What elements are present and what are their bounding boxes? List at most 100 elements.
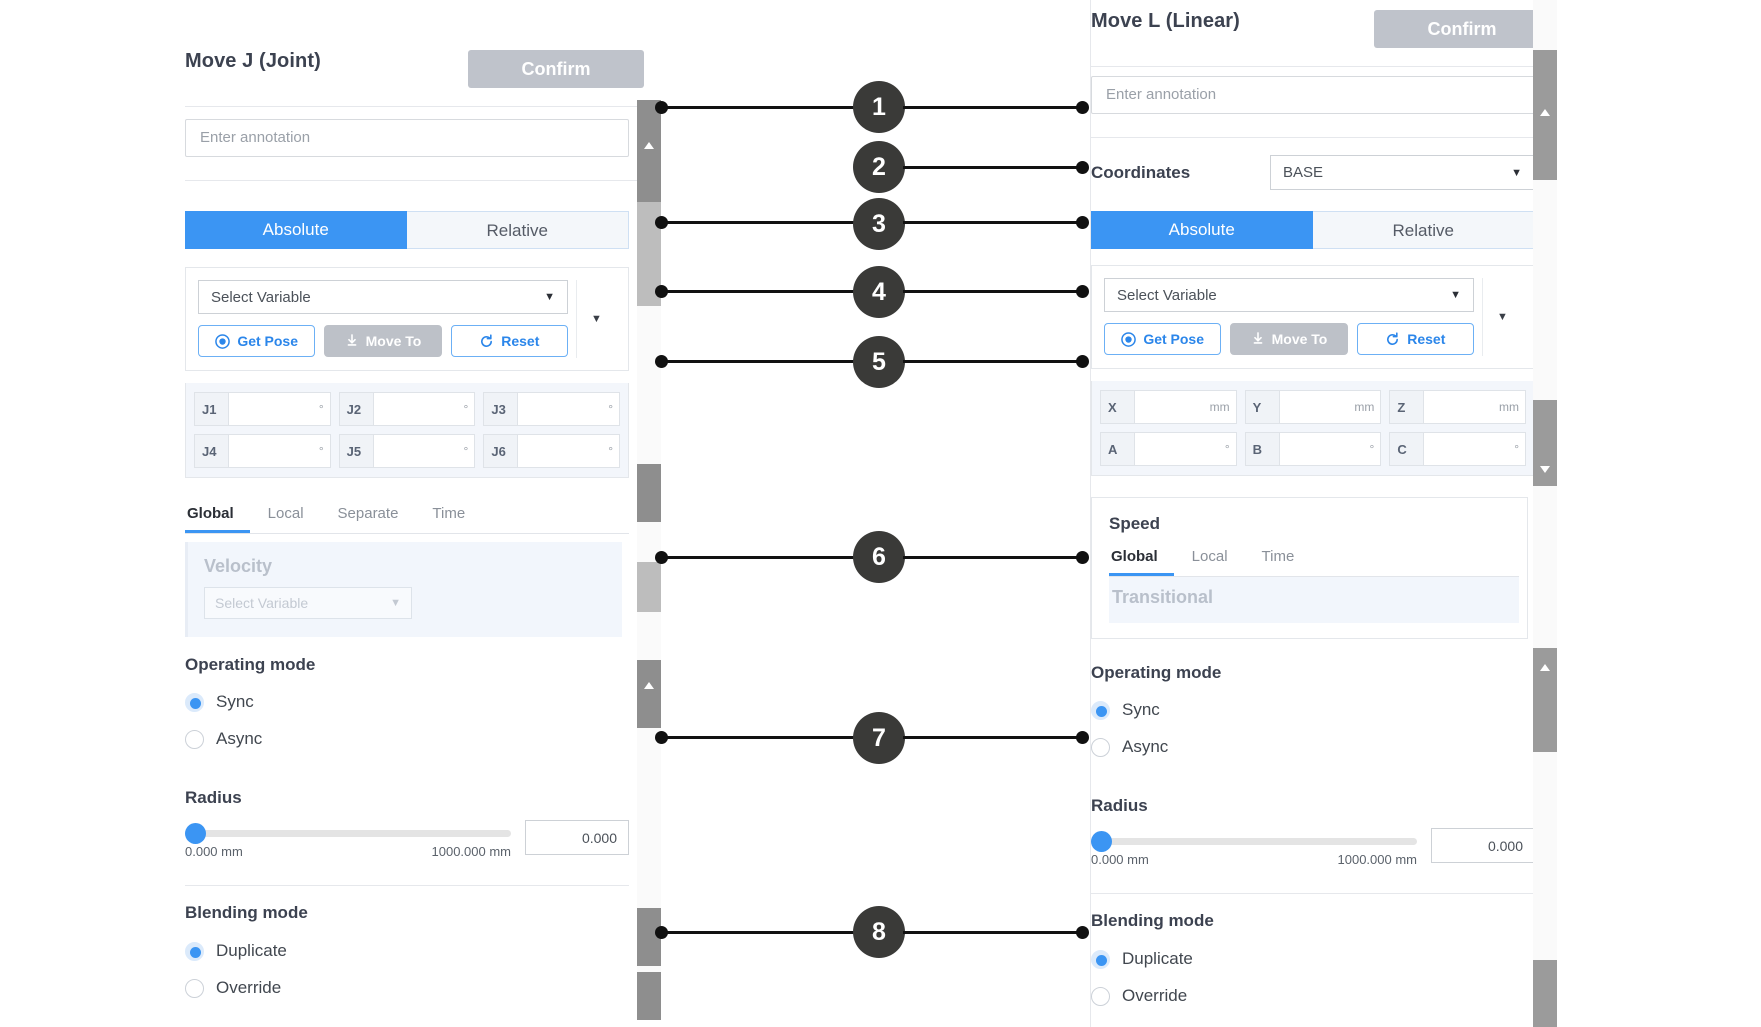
tab-relative[interactable]: Relative	[1312, 211, 1535, 249]
tab-time[interactable]: Time	[1261, 548, 1295, 565]
tab-separate[interactable]: Separate	[337, 505, 399, 522]
scroll-up-arrow-icon[interactable]	[637, 678, 661, 692]
radio-duplicate[interactable]: Duplicate	[185, 941, 308, 961]
blending-mode-section: Blending mode Duplicate Override	[185, 903, 308, 998]
pose-field-label: C	[1390, 433, 1425, 465]
radio-label: Sync	[216, 692, 254, 711]
scrollbar-thumb[interactable]	[637, 464, 661, 522]
radio-override[interactable]: Override	[1091, 986, 1214, 1006]
radius-slider-handle[interactable]	[185, 823, 206, 844]
chevron-down-icon: ▼	[390, 597, 401, 609]
radio-sync[interactable]: Sync	[185, 692, 315, 712]
scroll-down-arrow-icon[interactable]	[1533, 462, 1557, 476]
pose-field-a[interactable]: A °	[1100, 432, 1237, 466]
pose-field-b[interactable]: B °	[1244, 432, 1382, 466]
move-to-button[interactable]: Move To	[324, 325, 442, 357]
coordinates-select[interactable]: BASE ▼	[1270, 155, 1535, 190]
speed-tabs[interactable]: Global Local Separate Time	[185, 505, 629, 534]
tab-absolute[interactable]: Absolute	[1091, 211, 1313, 249]
variable-select[interactable]: Select Variable ▼	[198, 280, 568, 314]
callout-line-left	[661, 360, 858, 363]
scrollbar-track[interactable]	[637, 562, 661, 612]
tab-absolute[interactable]: Absolute	[185, 211, 407, 249]
confirm-button[interactable]: Confirm	[468, 50, 644, 88]
speed-tabs[interactable]: Global Local Time	[1109, 548, 1519, 577]
radio-indicator[interactable]	[1091, 737, 1110, 757]
annotation-input[interactable]: Enter annotation	[185, 119, 629, 157]
pose-field-unit: °	[318, 444, 324, 458]
pose-field-j4[interactable]: J4 °	[194, 434, 331, 468]
scrollbar-thumb[interactable]	[637, 100, 661, 202]
callout-badge: 6	[853, 531, 905, 583]
get-pose-button[interactable]: Get Pose	[1104, 323, 1222, 355]
left-scrollbar[interactable]	[637, 100, 661, 1020]
pose-field-c[interactable]: C °	[1389, 432, 1527, 466]
radio-duplicate[interactable]: Duplicate	[1091, 949, 1214, 969]
tab-time[interactable]: Time	[432, 505, 466, 522]
page-title: Move L (Linear)	[1091, 10, 1240, 32]
callout-line-right	[903, 931, 1081, 934]
radius-value-input[interactable]: 0.000	[1431, 828, 1535, 863]
radio-sync[interactable]: Sync	[1091, 700, 1221, 720]
pose-field-z[interactable]: Z mm	[1389, 390, 1527, 424]
pose-field-j3[interactable]: J3 °	[483, 392, 621, 426]
right-scrollbar[interactable]	[1533, 0, 1557, 1027]
confirm-button[interactable]: Confirm	[1374, 10, 1550, 48]
radius-value-input[interactable]: 0.000	[525, 820, 629, 855]
pose-field-j2[interactable]: J2 °	[338, 392, 476, 426]
velocity-variable-select[interactable]: Select Variable ▼	[204, 587, 412, 619]
callout-badge: 8	[853, 906, 905, 958]
coordinate-mode-toggle[interactable]: Absolute Relative	[185, 211, 629, 249]
tab-local[interactable]: Local	[1191, 548, 1228, 565]
tab-global[interactable]: Global	[1109, 548, 1174, 576]
radio-indicator[interactable]	[185, 941, 204, 961]
scroll-up-arrow-icon[interactable]	[1533, 660, 1557, 674]
reset-button[interactable]: Reset	[450, 325, 568, 357]
pose-field-x[interactable]: X mm	[1100, 390, 1237, 424]
scroll-up-arrow-icon[interactable]	[1533, 105, 1557, 119]
move-to-button[interactable]: Move To	[1230, 323, 1348, 355]
scroll-up-arrow-icon[interactable]	[637, 138, 661, 152]
reset-button[interactable]: Reset	[1356, 323, 1474, 355]
tab-local[interactable]: Local	[267, 505, 304, 522]
coordinates-row: Coordinates BASE ▼	[1091, 155, 1535, 190]
scrollbar-thumb[interactable]	[637, 660, 661, 728]
scrollbar-thumb[interactable]	[1533, 960, 1557, 1027]
radio-indicator[interactable]	[1091, 700, 1110, 720]
radio-async[interactable]: Async	[185, 729, 315, 749]
radio-indicator[interactable]	[185, 729, 204, 749]
pose-field-unit: °	[1514, 442, 1520, 456]
callout-dot-right	[1076, 101, 1089, 114]
callout-line-left	[661, 556, 858, 559]
radio-indicator[interactable]	[185, 978, 204, 998]
callout-line-right	[903, 166, 1081, 169]
radius-slider-handle[interactable]	[1091, 831, 1112, 852]
pose-field-j1[interactable]: J1 °	[194, 392, 331, 426]
tab-global[interactable]: Global	[185, 505, 250, 533]
pose-field-j5[interactable]: J5 °	[338, 434, 476, 468]
radio-indicator[interactable]	[185, 692, 204, 712]
variable-select[interactable]: Select Variable ▼	[1104, 278, 1474, 312]
scrollbar-thumb[interactable]	[637, 972, 661, 1020]
radio-async[interactable]: Async	[1091, 737, 1221, 757]
radio-indicator[interactable]	[1091, 986, 1110, 1006]
radius-slider[interactable]	[185, 823, 511, 844]
radius-min-label: 0.000 mm	[1091, 852, 1149, 867]
annotation-input[interactable]: Enter annotation	[1091, 76, 1535, 114]
coordinate-mode-toggle[interactable]: Absolute Relative	[1091, 211, 1535, 249]
expand-caret-icon[interactable]: ▼	[1497, 311, 1508, 323]
variable-block: Select Variable ▼ Get Pose Move To	[1091, 265, 1535, 369]
joint-pose-fields: J1 ° J2 ° J3 ° J4 ° J5 °	[185, 383, 629, 478]
callout-badge: 4	[853, 266, 905, 318]
radius-slider[interactable]	[1091, 831, 1417, 852]
radio-override[interactable]: Override	[185, 978, 308, 998]
get-pose-button[interactable]: Get Pose	[198, 325, 316, 357]
radio-indicator[interactable]	[1091, 949, 1110, 969]
chevron-down-icon: ▼	[1450, 289, 1461, 301]
variable-block: Select Variable ▼ Get Pose Move To	[185, 267, 629, 371]
pose-field-y[interactable]: Y mm	[1244, 390, 1382, 424]
pose-field-unit: °	[1369, 442, 1375, 456]
pose-field-j6[interactable]: J6 °	[483, 434, 621, 468]
tab-relative[interactable]: Relative	[406, 211, 629, 249]
expand-caret-icon[interactable]: ▼	[591, 313, 602, 325]
